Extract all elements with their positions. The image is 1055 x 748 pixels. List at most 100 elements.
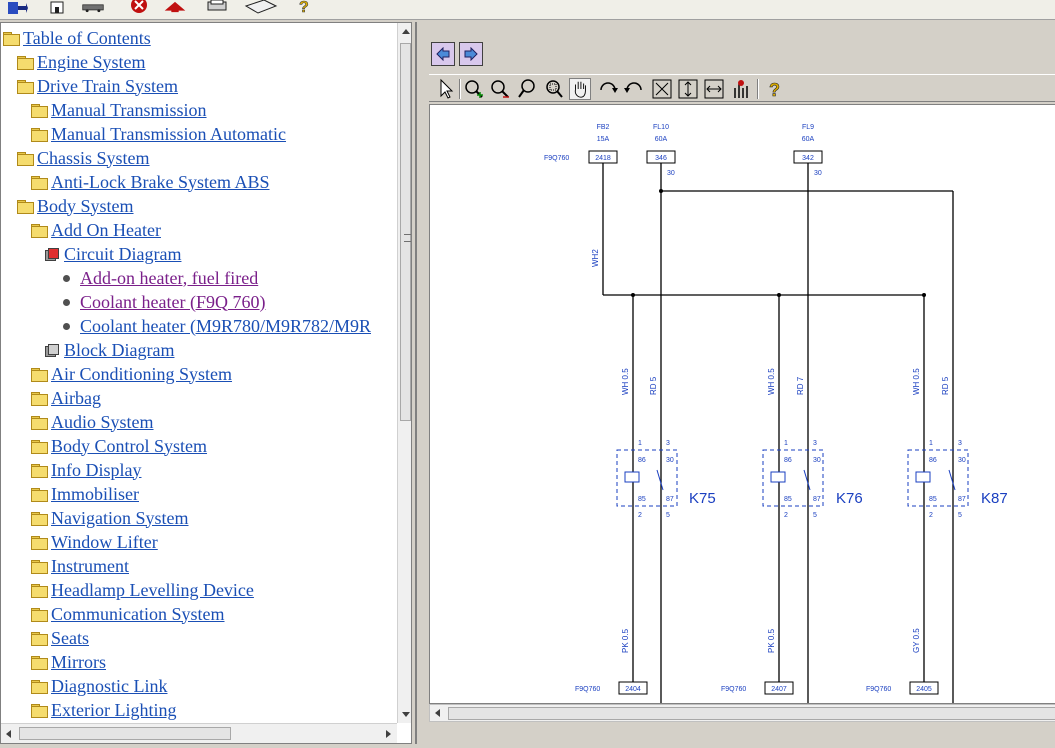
tree-item-label[interactable]: Coolant heater (M9R780/M9R782/M9R	[80, 315, 371, 336]
tree-item[interactable]: Immobiliser	[31, 482, 139, 506]
scroll-left-arrow-icon[interactable]	[6, 730, 11, 738]
tree-item-label[interactable]: Headlamp Levelling Device	[51, 579, 254, 600]
rotate-ccw-icon[interactable]	[623, 78, 645, 100]
tree-item-label[interactable]: Audio System	[51, 411, 154, 432]
tree-item-label[interactable]: Diagnostic Link	[51, 675, 168, 696]
tree-item-label[interactable]: Table of Contents	[23, 27, 151, 48]
tree-item-label[interactable]: Circuit Diagram	[64, 243, 182, 264]
fit-width-icon[interactable]	[703, 78, 725, 100]
tree-item[interactable]: Manual Transmission	[31, 98, 207, 122]
tree-item[interactable]: Coolant heater (M9R780/M9R782/M9R	[59, 314, 371, 338]
up-arrow-icon[interactable]	[164, 0, 186, 14]
tree-item-label[interactable]: Body System	[37, 195, 134, 216]
folder-icon	[31, 560, 48, 574]
book-icon[interactable]	[244, 0, 278, 14]
exit-icon[interactable]	[6, 0, 28, 14]
home-icon[interactable]	[46, 0, 68, 14]
toolbar-separator	[757, 79, 759, 99]
tree-item[interactable]: Air Conditioning System	[31, 362, 232, 386]
zoom-out-icon[interactable]	[489, 78, 511, 100]
tree-item-label[interactable]: Communication System	[51, 603, 225, 624]
tree-item-label[interactable]: Engine System	[37, 51, 146, 72]
select-icon[interactable]	[435, 78, 457, 100]
tree-item-label[interactable]: Info Display	[51, 459, 142, 480]
help-icon[interactable]: ?	[763, 78, 785, 100]
tree-item-label[interactable]: Add On Heater	[51, 219, 161, 240]
tree-item[interactable]: Diagnostic Link	[31, 674, 167, 698]
tree-item[interactable]: Manual Transmission Automatic	[31, 122, 286, 146]
tree-item[interactable]: Window Lifter	[31, 530, 158, 554]
tree-item-label[interactable]: Manual Transmission	[51, 99, 207, 120]
scrollbar-thumb[interactable]	[448, 707, 1055, 720]
tree-item[interactable]: Airbag	[31, 386, 101, 410]
tree-item[interactable]: Circuit Diagram	[45, 242, 181, 266]
tree-item-label[interactable]: Window Lifter	[51, 531, 158, 552]
tree-item-label[interactable]: Navigation System	[51, 507, 189, 528]
tree-item[interactable]: Body System	[17, 194, 134, 218]
tree-item-label[interactable]: Airbag	[51, 387, 101, 408]
zoom-in-icon[interactable]	[463, 78, 485, 100]
scrollbar-thumb[interactable]	[19, 727, 231, 740]
tree-item[interactable]: Table of Contents	[3, 26, 151, 50]
bullet-icon	[63, 298, 70, 306]
pin-number: 87	[813, 496, 821, 503]
tree-item-label[interactable]: Exterior Lighting	[51, 699, 177, 720]
tree-item[interactable]: Body Control System	[31, 434, 207, 458]
stop-icon[interactable]	[128, 0, 150, 14]
highlight-icon[interactable]	[731, 78, 753, 100]
tree-item[interactable]: Info Display	[31, 458, 141, 482]
tree-item[interactable]: Chassis System	[17, 146, 150, 170]
rotate-cw-icon[interactable]	[597, 78, 619, 100]
folder-icon	[31, 440, 48, 454]
tree-vertical-scrollbar[interactable]	[397, 23, 411, 723]
tree-item[interactable]: Instrument	[31, 554, 129, 578]
scroll-up-arrow-icon[interactable]	[402, 29, 410, 34]
forward-button[interactable]	[459, 42, 483, 66]
folder-open-icon	[3, 32, 20, 46]
print-icon[interactable]	[206, 0, 228, 14]
tree-item[interactable]: Communication System	[31, 602, 225, 626]
scroll-down-arrow-icon[interactable]	[402, 712, 410, 717]
tree-item-label[interactable]: Anti-Lock Brake System ABS	[51, 171, 270, 192]
pan-icon[interactable]	[569, 78, 591, 100]
diagram-horizontal-scrollbar[interactable]	[429, 704, 1055, 722]
tree-item-label[interactable]: Manual Transmission Automatic	[51, 123, 287, 144]
tree-item-label[interactable]: Seats	[51, 627, 89, 648]
zoom-window-icon[interactable]	[543, 78, 565, 100]
tree-item[interactable]: Drive Train System	[17, 74, 178, 98]
scroll-right-arrow-icon[interactable]	[386, 730, 391, 738]
tree-item-label[interactable]: Coolant heater (F9Q 760)	[80, 291, 266, 312]
tree-item-label[interactable]: Chassis System	[37, 147, 150, 168]
tree-item[interactable]: Navigation System	[31, 506, 189, 530]
zoom-icon[interactable]	[517, 78, 539, 100]
tree-item-label[interactable]: Body Control System	[51, 435, 208, 456]
tree-item[interactable]: Seats	[31, 626, 89, 650]
scrollbar-thumb[interactable]	[400, 43, 411, 421]
tree-item[interactable]: Headlamp Levelling Device	[31, 578, 254, 602]
back-button[interactable]	[431, 42, 455, 66]
tree-item-label[interactable]: Add-on heater, fuel fired	[80, 267, 259, 288]
tree-item[interactable]: Audio System	[31, 410, 154, 434]
tree-horizontal-scrollbar[interactable]	[1, 723, 397, 743]
folder-icon	[31, 632, 48, 646]
tree-item[interactable]: Block Diagram	[45, 338, 174, 362]
fit-height-icon[interactable]	[677, 78, 699, 100]
tree-item[interactable]: Coolant heater (F9Q 760)	[59, 290, 265, 314]
tree-item[interactable]: Mirrors	[31, 650, 106, 674]
tree-item-label[interactable]: Immobiliser	[51, 483, 139, 504]
tree-item-label[interactable]: Air Conditioning System	[51, 363, 233, 384]
tree-item-label[interactable]: Drive Train System	[37, 75, 179, 96]
tree-item[interactable]: Add On Heater	[31, 218, 161, 242]
vehicle-icon[interactable]	[82, 0, 104, 14]
tree-item-label[interactable]: Mirrors	[51, 651, 106, 672]
tree-item[interactable]: Anti-Lock Brake System ABS	[31, 170, 270, 194]
fit-all-icon[interactable]	[651, 78, 673, 100]
scroll-left-arrow-icon[interactable]	[435, 709, 440, 717]
tree-item[interactable]: Exterior Lighting	[31, 698, 176, 722]
tree-item-label[interactable]: Instrument	[51, 555, 129, 576]
tree-item[interactable]: Engine System	[17, 50, 146, 74]
tree-item-label[interactable]: Block Diagram	[64, 339, 175, 360]
help-icon[interactable]: ?	[294, 0, 316, 14]
tree-item[interactable]: Add-on heater, fuel fired	[59, 266, 258, 290]
